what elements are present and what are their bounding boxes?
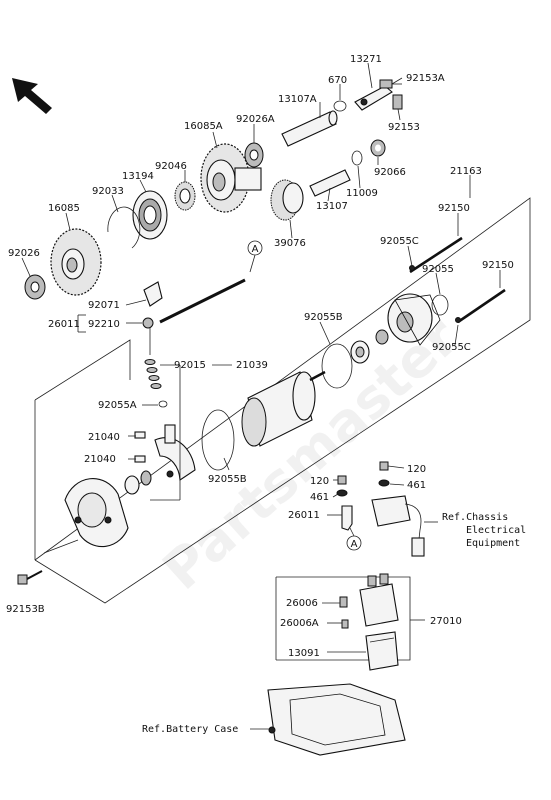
leader-lines [21,62,501,730]
bushing-92066 [370,139,386,157]
label-26011-right: 26011 [288,510,320,521]
label-92055C-bottom: 92055C [432,342,471,353]
relay-frame [276,576,411,661]
label-21040-b: 21040 [84,454,116,465]
ref-marker-a-bottom-label: A [351,539,358,550]
label-26006: 26006 [286,598,318,609]
label-16085: 16085 [48,203,80,214]
label-92046: 92046 [155,161,187,172]
label-13271: 13271 [350,54,382,65]
label-13107: 13107 [316,201,348,212]
bolt-92150-upper [409,236,463,274]
label-92150-b: 92150 [482,260,514,271]
bolt-92153 [392,94,403,110]
gear-16085 [50,228,102,296]
bearing-92046 [174,181,196,211]
label-92153A: 92153A [406,73,445,84]
label-92033: 92033 [92,186,124,197]
ref-chassis-line3: Equipment [466,538,520,549]
label-92055B-top: 92055B [304,312,343,323]
relay-27010 [359,573,399,627]
o-ring-670 [333,100,347,112]
rear-cover [387,293,441,346]
armature-21039 [241,370,326,447]
ref-battery-case: Ref.Battery Case [142,724,238,735]
washer-461-right [378,479,390,487]
washer-461-left [336,489,348,497]
label-26006A: 26006A [280,618,319,629]
o-ring-92055B-top [321,343,353,389]
ref-chassis-line2: Electrical [466,525,526,536]
label-21040-a: 21040 [88,432,120,443]
ref-marker-a-top-label: A [252,244,259,255]
shaft-13107 [309,169,351,197]
label-92150-a: 92150 [438,203,470,214]
label-92071: 92071 [88,300,120,311]
nut-92210 [142,317,154,329]
lead-26011-terminal [341,505,353,531]
label-39076: 39076 [274,238,306,249]
gear-16085A [200,143,262,213]
clutch-13194 [132,190,168,240]
spring-stack-92015 [144,359,162,389]
label-120-right: 120 [407,464,426,475]
label-21039: 21039 [236,360,268,371]
circlip-92033 [107,206,141,249]
label-13194: 13194 [122,171,154,182]
cover-13091 [365,631,399,671]
label-92026A: 92026A [236,114,275,125]
label-461-left: 461 [310,492,329,503]
label-16085A: 16085A [184,121,223,132]
label-92015: 92015 [174,360,206,371]
front-direction-arrow-icon [12,78,52,114]
label-92055B-bottom: 92055B [208,474,247,485]
label-13091: 13091 [288,648,320,659]
o-ring-92055 [431,294,449,316]
fuse-26006A [341,619,349,629]
bolt-92153A [379,79,402,89]
cable-harness [371,495,425,557]
assembly-frame-left [34,339,131,401]
watermark: Partsmaster [151,305,471,602]
label-27010: 27010 [430,616,462,627]
bolt-120-right [379,461,389,471]
label-92153B: 92153B [6,604,45,615]
bolt-92153B [17,570,43,585]
label-92153: 92153 [388,122,420,133]
front-cover [64,478,129,548]
label-670: 670 [328,75,347,86]
label-92055: 92055 [422,264,454,275]
assembly-frame [34,197,531,604]
label-92055C-top: 92055C [380,236,419,247]
label-461-right: 461 [407,480,426,491]
label-13107A: 13107A [278,94,317,105]
lead-26011-rod [159,278,246,324]
bolt-120-left [337,475,347,485]
fuse-26006 [339,596,348,608]
label-92055A: 92055A [98,400,137,411]
bracket-13271 [354,85,393,111]
label-92210: 92210 [88,319,120,330]
brush-21040-b [134,455,146,463]
bolt-92150-lower [457,288,506,324]
label-11009: 11009 [346,188,378,199]
label-120-left: 120 [310,476,329,487]
o-ring-92055B-bottom [201,409,235,471]
brush-holder [154,424,196,481]
o-ring-11009 [351,150,363,166]
shaft-13107A [281,110,338,147]
label-21163: 21163 [450,166,482,177]
label-26011-left: 26011 [48,319,80,330]
brush-21040-a [134,431,146,439]
label-92066: 92066 [374,167,406,178]
ref-chassis-line1: Ref.Chassis [442,512,508,523]
label-92026: 92026 [8,248,40,259]
cap-92071 [143,281,163,307]
battery-case [267,683,406,756]
gear-39076 [270,179,304,221]
